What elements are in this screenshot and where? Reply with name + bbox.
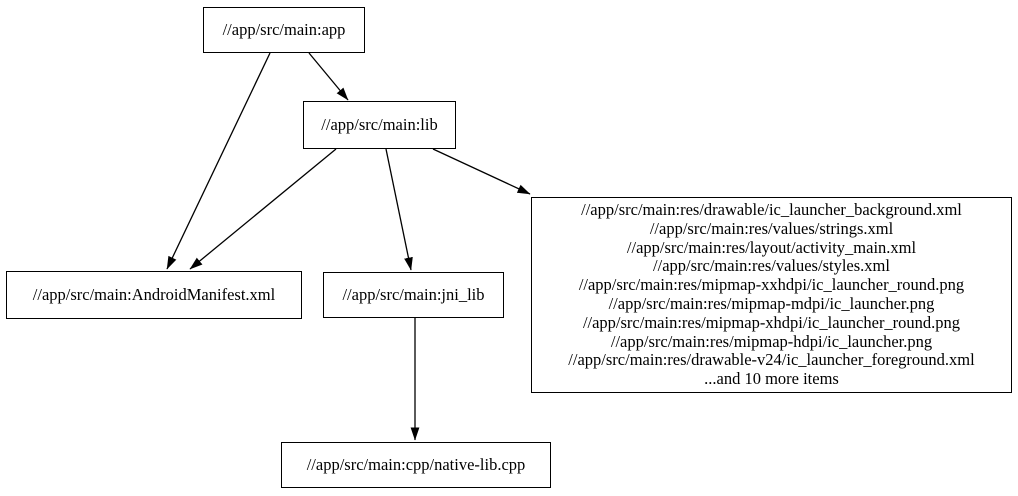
node-app: //app/src/main:app	[203, 7, 365, 53]
node-native-lib-cpp: //app/src/main:cpp/native-lib.cpp	[281, 442, 551, 488]
edge-lib-manifest	[189, 148, 337, 270]
res-line: //app/src/main:res/mipmap-hdpi/ic_launch…	[610, 331, 933, 351]
node-jni-lib: //app/src/main:jni_lib	[323, 272, 504, 318]
res-line: //app/src/main:res/layout/activity_main.…	[626, 237, 917, 257]
res-line: //app/src/main:res/drawable-v24/ic_launc…	[568, 350, 975, 370]
res-more-items: ...and 10 more items	[704, 369, 839, 389]
node-native-lib-cpp-label: //app/src/main:cpp/native-lib.cpp	[306, 454, 526, 474]
res-line: //app/src/main:res/values/styles.xml	[653, 256, 890, 276]
edge-lib-jni-lib	[385, 148, 413, 271]
node-lib-label: //app/src/main:lib	[321, 114, 438, 134]
node-lib: //app/src/main:lib	[303, 101, 456, 149]
res-line: //app/src/main:res/drawable/ic_launcher_…	[581, 200, 962, 220]
res-line: //app/src/main:res/mipmap-xxhdpi/ic_laun…	[578, 275, 965, 295]
node-jni-lib-label: //app/src/main:jni_lib	[342, 284, 485, 304]
edge-app-manifest	[166, 52, 271, 270]
node-app-label: //app/src/main:app	[222, 19, 346, 39]
node-res-group: //app/src/main:res/drawable/ic_launcher_…	[531, 197, 1012, 393]
res-line: //app/src/main:res/mipmap-mdpi/ic_launch…	[608, 294, 935, 313]
edge-app-lib	[308, 52, 349, 101]
node-android-manifest: //app/src/main:AndroidManifest.xml	[6, 271, 302, 319]
res-line: //app/src/main:res/values/strings.xml	[649, 218, 894, 238]
node-android-manifest-label: //app/src/main:AndroidManifest.xml	[32, 284, 276, 304]
res-line: //app/src/main:res/mipmap-xhdpi/ic_launc…	[582, 312, 961, 332]
edge-lib-res	[432, 148, 531, 195]
